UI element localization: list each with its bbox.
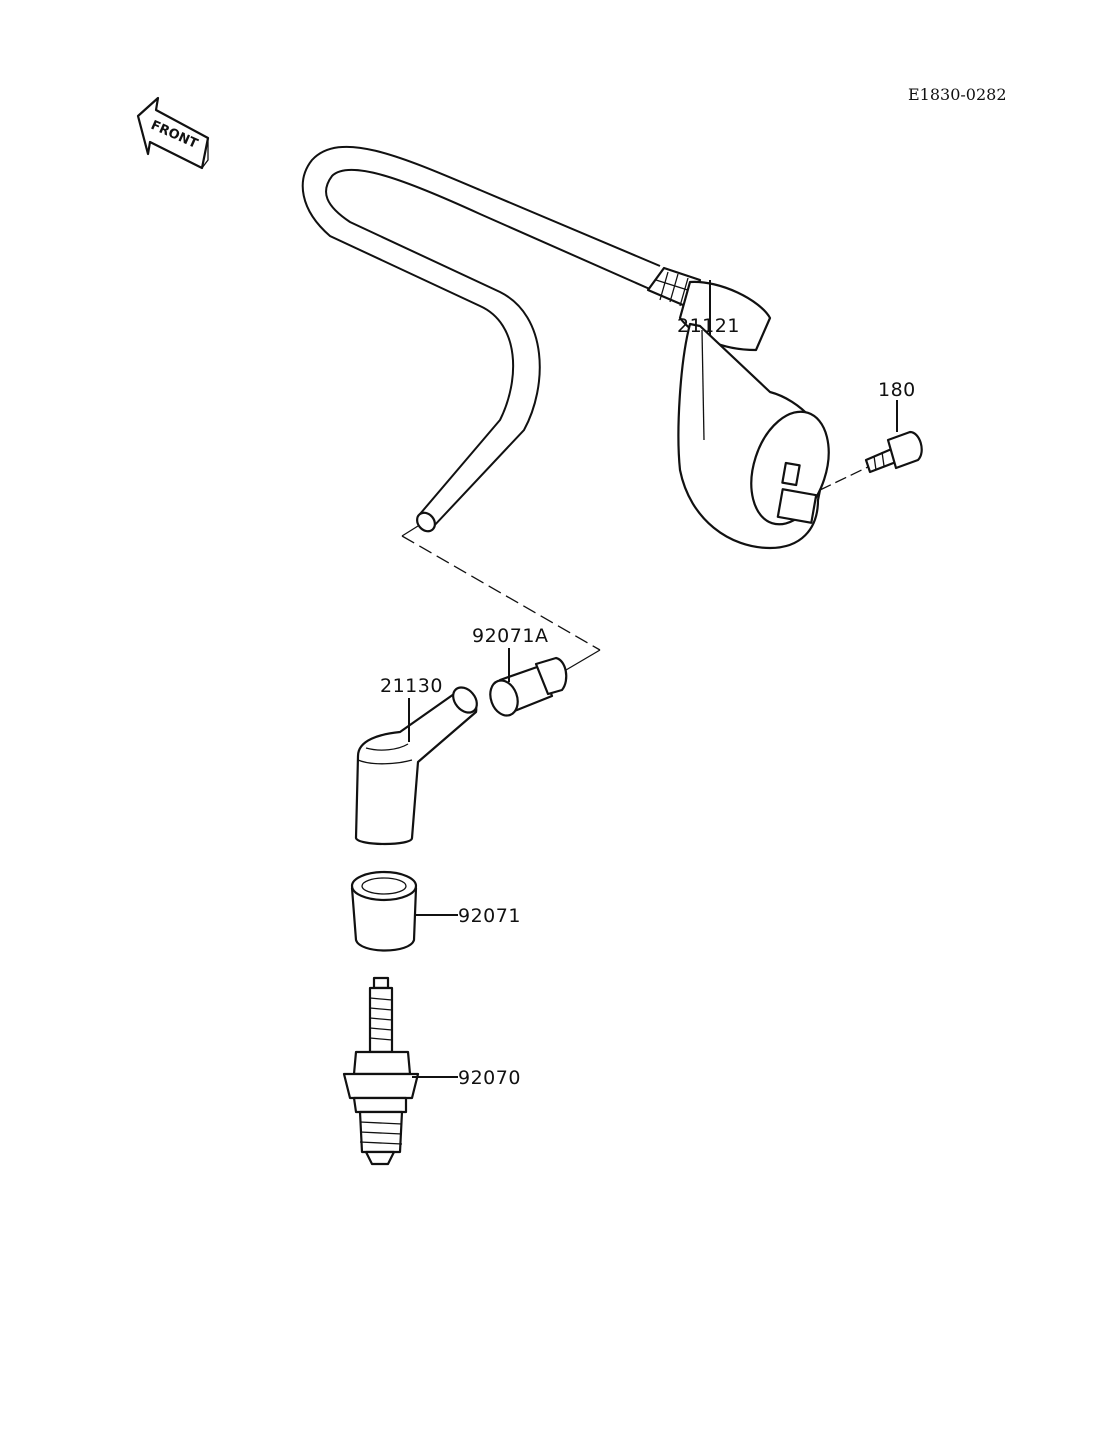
leader-lines — [408, 280, 898, 1078]
part-number-ignition-coil: 21121 — [677, 315, 740, 337]
part-number-bolt: 180 — [878, 379, 916, 401]
cap-insert — [489, 656, 568, 717]
coil-lead-wire — [301, 145, 661, 533]
part-number-plug-cap: 21130 — [380, 675, 443, 697]
front-arrow-icon: FRONT — [136, 96, 210, 170]
plug-cap-boot — [350, 870, 418, 952]
part-number-plug-cap-boot: 92071 — [458, 905, 521, 927]
plug-cap — [354, 686, 478, 846]
part-number-spark-plug: 92070 — [458, 1067, 521, 1089]
part-number-cap-insert: 92071A — [472, 625, 548, 647]
diagram-code: E1830-0282 — [908, 85, 1007, 104]
connection-lines — [401, 525, 601, 671]
ignition-coil — [646, 266, 830, 550]
spark-plug — [342, 976, 420, 1166]
bolt — [819, 430, 923, 491]
